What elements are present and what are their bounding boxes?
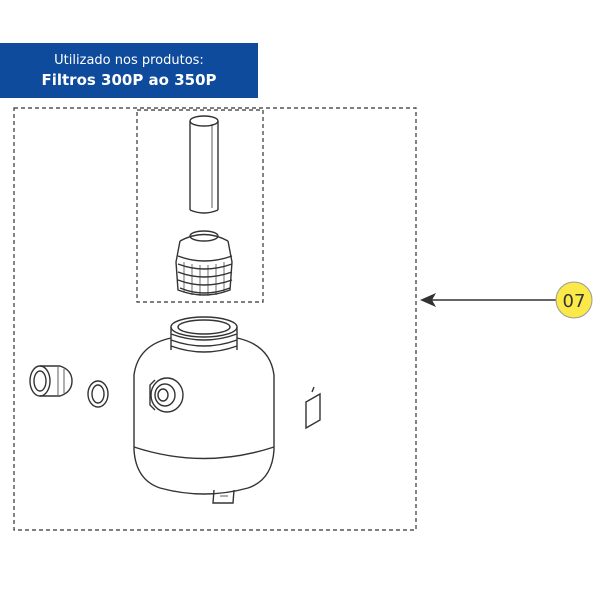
filter-tank-icon (133, 316, 275, 504)
part-number-label: 07 (563, 291, 586, 312)
label-tag-icon (305, 386, 321, 430)
products-banner: Utilizado nos produtos: Filtros 300P ao … (0, 43, 258, 98)
callout-bubble: 07 (555, 281, 593, 319)
banner-product-range: Filtros 300P ao 350P (41, 70, 217, 89)
drain-plug-icon (29, 365, 73, 397)
pipe-icon (189, 115, 219, 214)
diffuser-icon (175, 230, 233, 296)
subassembly-dashed-box (136, 109, 264, 303)
o-ring-icon (87, 380, 109, 408)
callout-arrow (420, 293, 556, 307)
assembly-dashed-box (13, 107, 417, 531)
banner-caption: Utilizado nos produtos: (54, 52, 204, 68)
